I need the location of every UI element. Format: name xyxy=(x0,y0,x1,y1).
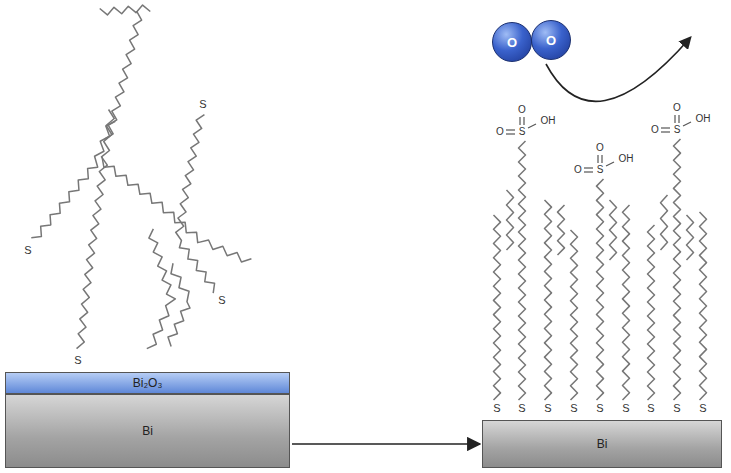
alkyl-chain xyxy=(102,157,251,262)
node-label: O xyxy=(507,35,517,50)
node-label: Bi xyxy=(597,437,608,451)
alkyl-chain xyxy=(700,212,707,400)
sulfur-atom: S xyxy=(24,245,31,256)
bond xyxy=(523,117,524,125)
bond xyxy=(519,117,520,125)
sulfur-atom: S xyxy=(218,295,225,306)
alkyl-chain xyxy=(648,225,655,400)
sulfur-atom: S xyxy=(647,403,654,414)
alkyl-chain xyxy=(77,109,115,348)
oxygen-label: O xyxy=(673,103,681,113)
sulfur-atom: S xyxy=(597,165,604,175)
sulfur-atom: S xyxy=(544,403,551,414)
oxygen-atom: O xyxy=(531,20,571,60)
alkyl-chain xyxy=(545,200,552,400)
bond xyxy=(584,171,593,172)
oxygen-label: O xyxy=(518,105,526,115)
sulfur-atom: S xyxy=(519,127,526,137)
node-label: Bi₂O₃ xyxy=(133,376,163,390)
process-arrow xyxy=(292,443,480,445)
hydroxyl-label: OH xyxy=(619,154,634,164)
bond xyxy=(597,155,598,163)
oxygen-label: O xyxy=(651,125,659,135)
alkyl-chain xyxy=(168,263,190,346)
sulfur-atom: S xyxy=(199,99,206,110)
sulfur-atom: S xyxy=(699,403,706,414)
alkyl-chain xyxy=(519,141,526,400)
oxygen-label: O xyxy=(496,127,504,137)
alkyl-chain xyxy=(494,215,501,400)
bond xyxy=(678,115,679,123)
sulfur-atom: S xyxy=(596,403,603,414)
bond xyxy=(584,167,593,168)
sulfur-atom: S xyxy=(570,403,577,414)
sulfur-atom: S xyxy=(622,403,629,414)
bond xyxy=(606,162,614,166)
sulfur-atom: S xyxy=(74,355,81,366)
oxygen-label: O xyxy=(574,165,582,175)
oxygen-label: O xyxy=(596,143,604,153)
alkyl-chain xyxy=(176,115,215,293)
alkyl-chain xyxy=(623,205,630,400)
alkyl-chain xyxy=(597,179,604,400)
alkyl-chain xyxy=(571,230,578,400)
bismuth-substrate: Bi xyxy=(482,420,722,468)
alkyl-chain xyxy=(147,229,176,349)
bismuth-substrate: Bi xyxy=(5,394,290,468)
alkyl-chain xyxy=(105,11,142,139)
alkyl-chain xyxy=(31,121,115,238)
hydroxyl-label: OH xyxy=(541,116,556,126)
oxide-layer: Bi₂O₃ xyxy=(5,372,290,394)
oxygen-atom: O xyxy=(492,22,532,62)
bond xyxy=(683,122,691,126)
sulfur-atom: S xyxy=(518,403,525,414)
sulfur-atom: S xyxy=(493,403,500,414)
alkyl-chain xyxy=(100,5,151,15)
chain-fragment xyxy=(610,200,617,260)
alkyl-chain xyxy=(674,139,681,400)
node-label: Bi xyxy=(142,424,153,438)
hydroxyl-label: OH xyxy=(696,114,711,124)
chain-fragment xyxy=(661,195,668,250)
bond xyxy=(528,124,536,128)
bond xyxy=(661,131,670,132)
bond xyxy=(506,129,515,130)
sulfur-atom: S xyxy=(673,403,680,414)
chain-fragment xyxy=(507,190,514,250)
bond xyxy=(674,115,675,123)
chain-fragment xyxy=(687,215,694,260)
bond xyxy=(661,127,670,128)
bond xyxy=(506,133,515,134)
chain-fragment xyxy=(558,205,565,255)
node-label: O xyxy=(546,33,556,48)
bond xyxy=(601,155,602,163)
sulfur-atom: S xyxy=(674,125,681,135)
